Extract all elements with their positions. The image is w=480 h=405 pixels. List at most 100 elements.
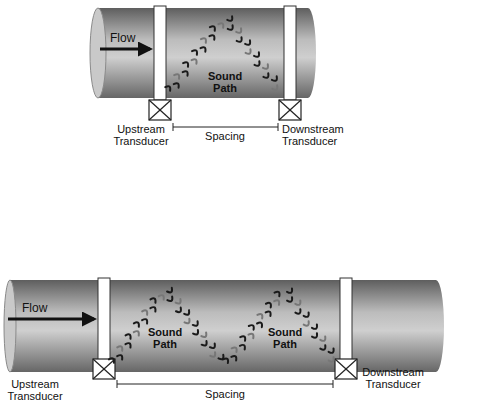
sound-wave-mark [134,321,141,327]
sound-wave-mark [183,70,190,76]
sound-path-label: Sound Path [205,70,245,94]
spacing-dimension [117,380,333,388]
sound-wave-mark [117,345,124,351]
transducer-label: Downstream Transducer [360,366,426,390]
sound-wave-mark [304,321,311,327]
dimension-label-holder: Spacing [195,130,255,142]
pipe [4,280,444,372]
sound-wave-mark [227,16,234,22]
transducer-label-holder: Downstream Transducer [282,123,348,147]
sound-wave-mark [126,333,133,339]
sound-wave-mark [266,310,273,316]
sound-wave-mark [312,324,319,330]
sound-wave-mark [237,37,244,43]
sound-wave-mark [176,299,183,305]
sound-wave-mark [249,324,256,330]
sound-path-label-holder: Sound Path [205,70,245,94]
sound-wave-mark [295,300,302,306]
transducer-label: Downstream Transducer [282,123,348,147]
sound-wave-mark [304,312,311,318]
sound-wave-mark [274,299,281,305]
transducer-symbol [149,100,171,120]
sound-wave-mark [184,310,191,316]
clamp-band [284,6,296,100]
sound-wave-mark [312,333,319,339]
sound-wave-mark [320,336,327,342]
sound-wave-mark [223,357,230,363]
sound-wave-mark [150,306,157,312]
sound-wave-mark [257,313,264,319]
transducer-label-holder: Downstream Transducer [360,366,426,390]
clamp-band [154,6,166,100]
sound-wave-mark [232,346,239,352]
sound-wave-mark [254,61,261,67]
sound-wave-mark [287,288,294,294]
sound-wave-mark [142,318,149,324]
transducer-label-holder: Upstream Transducer [4,378,66,402]
sound-wave-mark [329,348,336,354]
pipe [90,8,316,98]
transducer-symbol [279,100,301,120]
sound-wave-mark [245,40,252,46]
flow-label: Flow [22,302,62,314]
sound-wave-mark [125,342,132,348]
sound-wave-mark [109,357,116,363]
sound-wave-mark [176,308,183,314]
sound-wave-mark [287,297,294,303]
sound-wave-mark [254,52,261,58]
sound-wave-mark [201,46,208,52]
sound-wave-mark [272,76,279,82]
sound-wave-mark [210,344,217,350]
sound-wave-mark [228,25,235,31]
sound-wave-mark [193,330,200,336]
sound-wave-mark [320,345,327,351]
sound-wave-mark [150,297,157,303]
sound-wave-mark [231,355,238,361]
sound-wave-mark [201,37,208,43]
sound-wave-mark [210,352,217,358]
sound-wave-mark [201,332,208,338]
transducer-label: Upstream Transducer [110,123,172,147]
sound-wave-mark [218,22,225,28]
sound-wave-mark [272,85,279,91]
sound-wave-mark [209,34,216,40]
flow-arrow [100,48,150,51]
dimension-label-holder: Spacing [195,388,255,400]
sound-wave-mark [210,25,217,31]
sound-wave-mark [240,335,247,341]
sound-wave-mark [174,82,181,88]
sound-path-waves [109,16,335,363]
sound-wave-mark [183,61,190,67]
sound-wave-mark [266,301,273,307]
sound-wave-mark [202,341,209,347]
sound-wave-mark [263,64,270,70]
sound-wave-mark [167,288,174,294]
sound-wave-mark [193,321,200,327]
sound-wave-mark [117,354,124,360]
flow-label: Flow [110,32,150,44]
sound-wave-mark [248,332,255,338]
sound-wave-mark [236,28,243,34]
transducer-symbol [93,359,115,379]
sound-wave-mark [134,330,141,336]
sound-wave-mark [263,73,270,79]
flow-arrow [8,318,94,321]
sound-wave-mark [295,309,302,315]
sound-wave-mark [257,321,264,327]
sound-wave-mark [275,290,282,296]
sound-wave-mark [159,294,166,300]
sound-wave-mark [240,343,247,349]
sound-wave-mark [246,49,253,55]
sound-wave-mark [192,58,199,64]
flow-label-holder: Flow [110,32,150,44]
sound-wave-mark [167,296,174,302]
spacing-dimension [173,123,278,131]
sound-path-label: Sound Path [265,326,305,350]
flow-label-holder: Flow [22,302,62,314]
sound-wave-mark [174,73,181,79]
sound-path-label-holder: Sound Path [265,326,305,350]
dimension-label: Spacing [195,388,255,400]
sound-wave-mark [192,49,199,55]
